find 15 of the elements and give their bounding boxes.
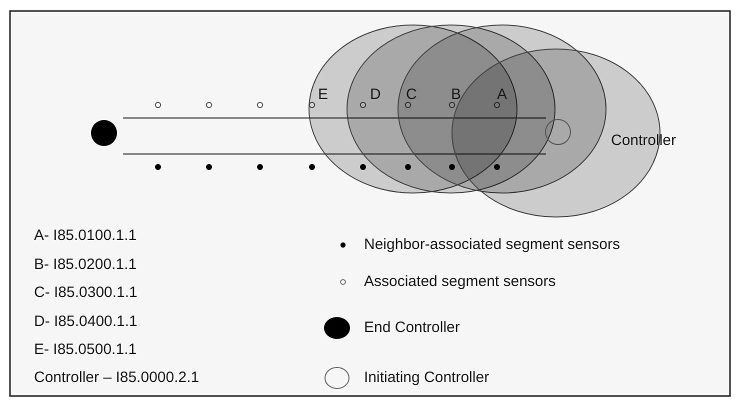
sensor-id-text: D- I85.0400.1.1 [34,313,138,331]
sensor-id-text: C- I85.0300.1.1 [34,284,138,302]
legend-text: Neighbor-associated segment sensors [364,236,620,254]
sensor-id-text: A- I85.0100.1.1 [34,227,137,245]
legend-text: Associated segment sensors [364,273,556,291]
sensor-letter: C [406,86,417,104]
sensor-letter: A [497,86,508,104]
sensor-letter: E [318,86,328,104]
sensor-id-text: E- I85.0500.1.1 [34,341,137,359]
sensor-letter: D [370,86,381,104]
sensor-id-text: B- I85.0200.1.1 [34,256,137,274]
sensor-letter: B [451,86,462,104]
legend-text: Initiating Controller [364,369,490,387]
controller-id-text: Controller – I85.0000.2.1 [34,369,200,387]
legend-text: End Controller [364,319,460,337]
